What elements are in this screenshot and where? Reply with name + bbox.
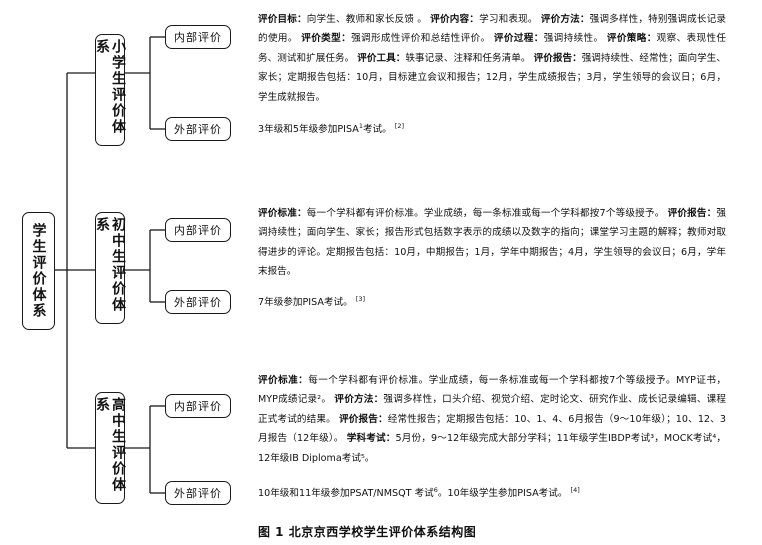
root-label: 学生评价体系 (30, 223, 47, 319)
high-external-description: 10年级和11年级参加PSAT/NMSQT 考试6。10年级学生参加PISA考试… (258, 485, 580, 499)
desc-item: 评价过程：强调持续性。 (493, 33, 604, 45)
middle-internal-node: 内部评价 (165, 218, 231, 242)
primary-internal-description: 评价目标：向学生、教师和家长反馈 。 评价内容：学习和表现。 评价方法：强调多样… (258, 10, 726, 107)
desc-item: 评价目标：向学生、教师和家长反馈 。 (258, 14, 428, 25)
desc-item: 评价报告：强调持续性；面向学生、家长；报告形式包括数字表示的成绩以及数字的指向；… (258, 208, 726, 278)
middle-internal-label: 内部评价 (174, 224, 222, 237)
high-group-label: 高中生评价体系 (94, 397, 126, 493)
desc-item: 评价标准：每一个学科都有评价标准。学业成绩，每一条标准或每一个学科都按7个等级授… (258, 375, 727, 406)
primary-group-label: 小学生评价体系 (94, 39, 126, 135)
desc-item: 评价标准：每一个学科都有评价标准。学业成绩，每一条标准或每一个学科都按7个等级授… (258, 208, 665, 219)
desc-item: 评价工具：轶事记录、注释和任务清单。 (357, 52, 531, 64)
desc-item: 评价报告：强调持续性、经常性；面向学生、家长；定期报告包括：10月，目标建立会议… (258, 52, 726, 103)
high-group-node: 高中生评价体系 (94, 392, 126, 504)
middle-external-node: 外部评价 (165, 290, 231, 314)
figure-caption: 图 1 北京京西学校学生评价体系结构图 (258, 525, 477, 539)
high-internal-node: 内部评价 (165, 394, 231, 418)
middle-group-label: 初中生评价体系 (94, 217, 126, 313)
root-node: 学生评价体系 (22, 212, 55, 330)
desc-item: 评价策略：观察、表现性任务、测试和扩展任务。 (258, 33, 727, 64)
high-internal-label: 内部评价 (174, 400, 222, 413)
primary-internal-label: 内部评价 (174, 31, 222, 44)
high-external-label: 外部评价 (174, 487, 222, 500)
high-external-node: 外部评价 (165, 481, 231, 505)
primary-external-label: 外部评价 (174, 123, 222, 136)
middle-internal-description: 评价标准：每一个学科都有评价标准。学业成绩，每一条标准或每一个学科都按7个等级授… (258, 204, 726, 282)
desc-item: 评价类型：强调形成性评价和总结性评价。 (301, 33, 491, 45)
reference-mark: [3] (355, 294, 365, 303)
desc-item: 评价方法：强调多样性，口头介绍、视觉介绍、定时论文、研究作业、成长记录编辑、课程… (258, 394, 727, 425)
high-internal-description: 评价标准：每一个学科都有评价标准。学业成绩，每一条标准或每一个学科都按7个等级授… (258, 371, 726, 468)
primary-external-description: 3年级和5年级参加PISA1考试。 [2] (258, 121, 405, 135)
primary-internal-node: 内部评价 (165, 25, 231, 49)
reference-mark: [2] (394, 121, 405, 130)
primary-external-node: 外部评价 (165, 117, 231, 141)
middle-external-description: 7年级参加PISA考试。 [3] (258, 294, 365, 308)
desc-item: 学科考试：5月份，9～12年级完成大部分学科；11年级学生IBDP考试³，MOC… (258, 433, 726, 464)
desc-item: 评价内容：学习和表现。 (430, 14, 538, 25)
desc-item: 评价报告：经常性报告；定期报告包括：10、1、4、6月报告（9～10年级）；10… (258, 413, 727, 445)
reference-mark: [4] (570, 485, 580, 494)
desc-item: 评价方法：强调多样性，特别强调成长记录的使用。 (258, 14, 727, 45)
middle-external-label: 外部评价 (174, 296, 222, 309)
primary-group-node: 小学生评价体系 (94, 34, 126, 146)
middle-group-node: 初中生评价体系 (94, 212, 126, 324)
